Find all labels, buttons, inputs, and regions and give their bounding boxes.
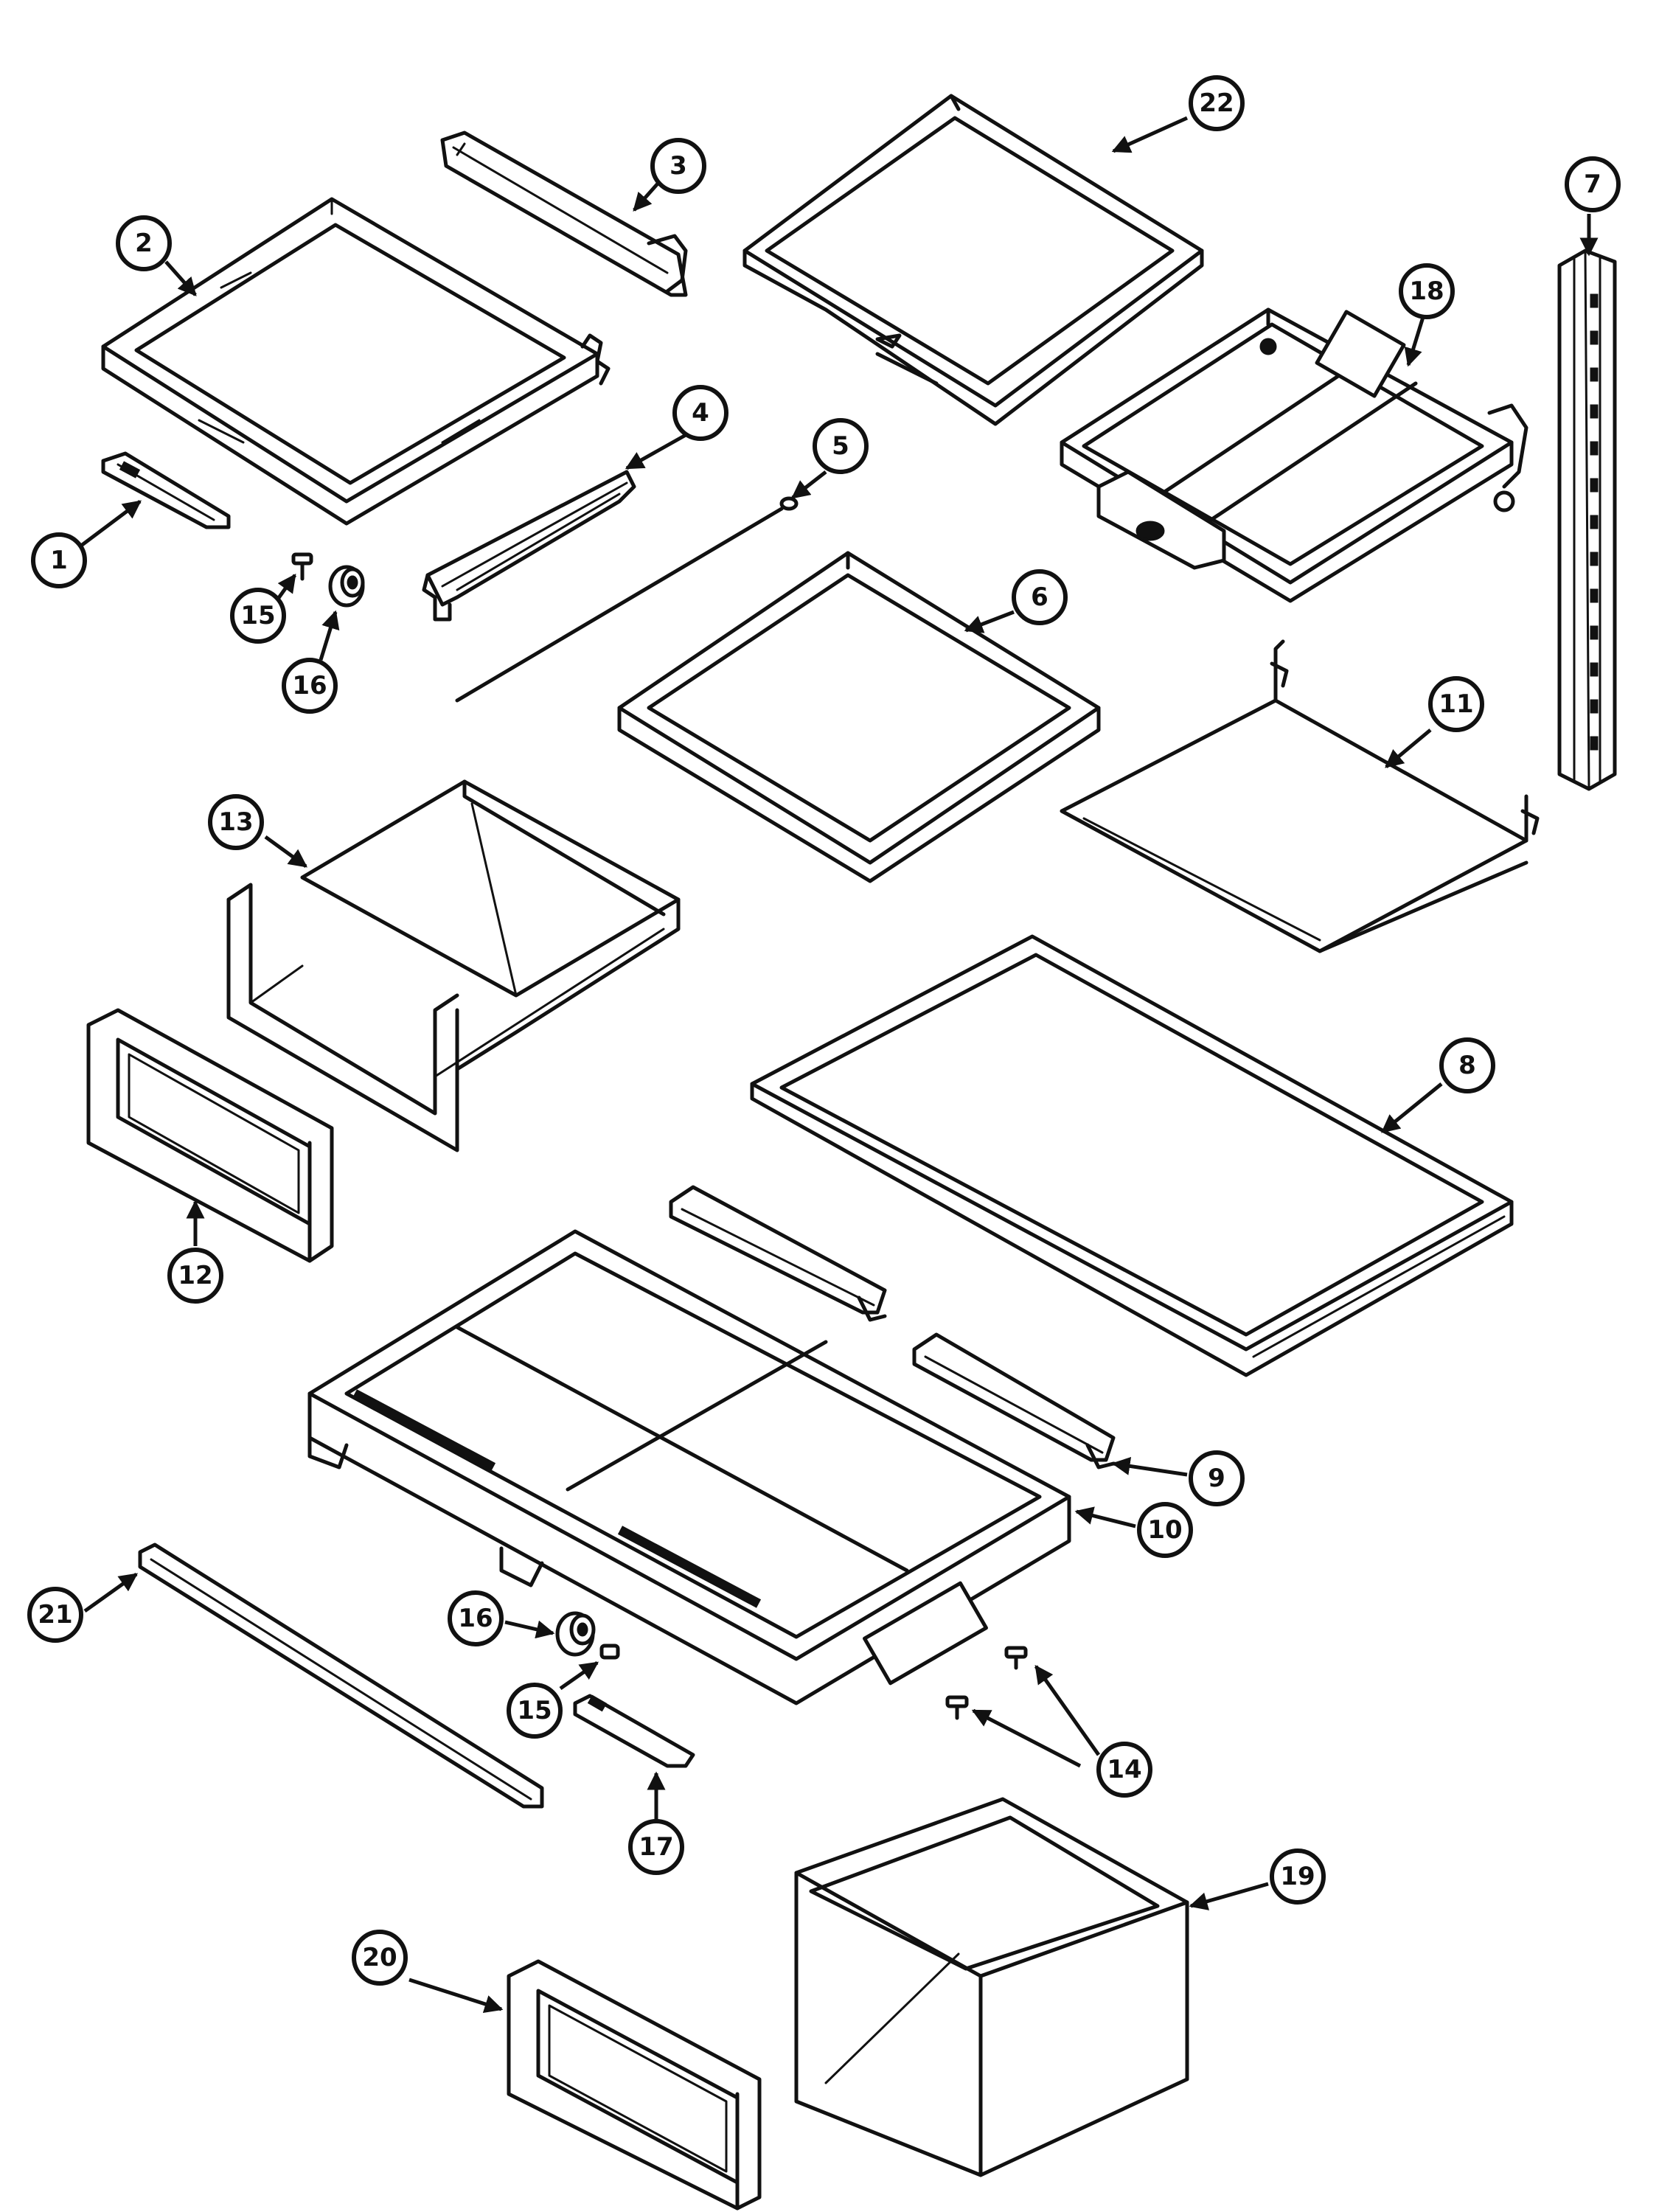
callout-15-lower-label: 15	[517, 1696, 552, 1725]
part-11-shelf	[1060, 639, 1540, 953]
part-16-grommet-lower	[555, 1611, 596, 1657]
part-13-drawer	[226, 779, 681, 1152]
callout-3: 3	[650, 138, 706, 194]
callout-2: 2	[116, 215, 172, 271]
callout-16-upper: 16	[282, 658, 338, 714]
callout-14: 14	[1096, 1742, 1152, 1798]
callout-16-upper-label: 16	[292, 671, 327, 700]
part-2-shelf	[101, 197, 611, 526]
part-6-shelf	[617, 551, 1101, 883]
callout-9-label: 9	[1208, 1464, 1225, 1493]
callout-11-label: 11	[1439, 689, 1473, 719]
part-19-pan	[794, 1797, 1189, 2177]
callout-4-label: 4	[692, 398, 709, 428]
callout-18-label: 18	[1409, 276, 1444, 306]
callout-20-label: 20	[362, 1943, 397, 1972]
callout-10: 10	[1137, 1502, 1193, 1558]
callout-14-label: 14	[1107, 1755, 1141, 1784]
part-22-shelf	[742, 94, 1204, 426]
part-18-shelf-assembly	[1060, 307, 1528, 603]
part-9-rail-lower	[912, 1332, 1116, 1470]
part-15-screw-lower	[599, 1644, 620, 1660]
callout-13: 13	[208, 794, 264, 850]
callout-6: 6	[1012, 569, 1068, 625]
part-16-grommet-upper	[328, 565, 365, 608]
callout-15-upper-label: 15	[240, 601, 275, 630]
callout-20: 20	[352, 1930, 408, 1986]
part-9-rail-upper	[669, 1185, 887, 1322]
callout-13-label: 13	[218, 807, 253, 837]
callout-2-label: 2	[135, 229, 153, 258]
part-14-screws	[945, 1646, 1028, 1720]
callout-6-label: 6	[1031, 582, 1048, 612]
part-8-glass-shelf	[750, 934, 1514, 1377]
callout-1: 1	[31, 532, 87, 588]
callout-19-label: 19	[1280, 1862, 1315, 1891]
callout-4: 4	[672, 385, 728, 441]
part-21-long-rail	[138, 1543, 544, 1809]
callout-21-label: 21	[38, 1600, 72, 1630]
track-slots	[1590, 293, 1599, 751]
part-4-bracket-rail	[422, 470, 636, 622]
part-12-drawer-front	[86, 1008, 334, 1263]
callout-19: 19	[1270, 1848, 1326, 1905]
part-5-rod	[455, 496, 799, 703]
callout-18: 18	[1399, 263, 1455, 319]
callout-10-label: 10	[1147, 1515, 1182, 1545]
callout-17: 17	[628, 1819, 684, 1875]
callout-7: 7	[1565, 156, 1621, 212]
callout-12: 12	[167, 1248, 223, 1304]
callout-17-label: 17	[639, 1832, 673, 1862]
part-15-screw-upper	[291, 552, 313, 581]
callout-12-label: 12	[178, 1261, 212, 1290]
callout-5: 5	[813, 418, 869, 474]
part-10-frame	[307, 1229, 1071, 1705]
leader-lines	[80, 116, 1599, 2014]
part-7-track	[1557, 248, 1617, 791]
callout-11: 11	[1428, 676, 1484, 732]
callout-7-label: 7	[1584, 170, 1601, 199]
callout-21: 21	[27, 1587, 83, 1643]
part-20-front-panel	[507, 1959, 762, 2211]
callout-15-upper: 15	[230, 588, 286, 644]
part-17-latch	[573, 1694, 695, 1768]
callout-16-lower-label: 16	[458, 1604, 493, 1633]
callout-8-label: 8	[1458, 1051, 1476, 1080]
callout-22: 22	[1189, 75, 1245, 131]
part-1-bracket	[101, 451, 231, 529]
callout-16-lower: 16	[448, 1590, 504, 1646]
callout-3-label: 3	[669, 151, 687, 181]
callout-15-lower: 15	[507, 1683, 563, 1739]
callout-9: 9	[1189, 1450, 1245, 1506]
callout-8: 8	[1439, 1037, 1495, 1093]
callout-22-label: 22	[1199, 88, 1234, 118]
part-3-rail	[440, 131, 688, 297]
callout-1-label: 1	[50, 546, 68, 575]
callout-5-label: 5	[832, 431, 849, 461]
